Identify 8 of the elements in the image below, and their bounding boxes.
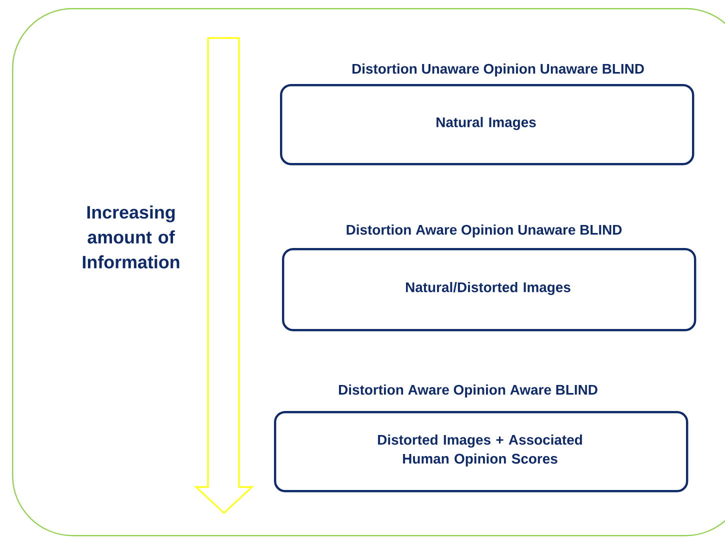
box-text: Natural/Distorted Images bbox=[406, 282, 570, 296]
box-text: Distorted Images + Associated Human Opinion Scores bbox=[378, 434, 582, 466]
box-heading: Distortion Aware Opinion Unaware BLIND bbox=[346, 224, 622, 238]
box-heading: Distortion Aware Opinion Aware BLIND bbox=[339, 384, 598, 398]
box-heading: Distortion Unaware Opinion Unaware BLIND bbox=[352, 64, 644, 76]
box-text: Natural Images bbox=[436, 116, 536, 130]
side-label: Increasing amount of Information bbox=[82, 206, 180, 268]
rounded-frame bbox=[12, 8, 725, 536]
